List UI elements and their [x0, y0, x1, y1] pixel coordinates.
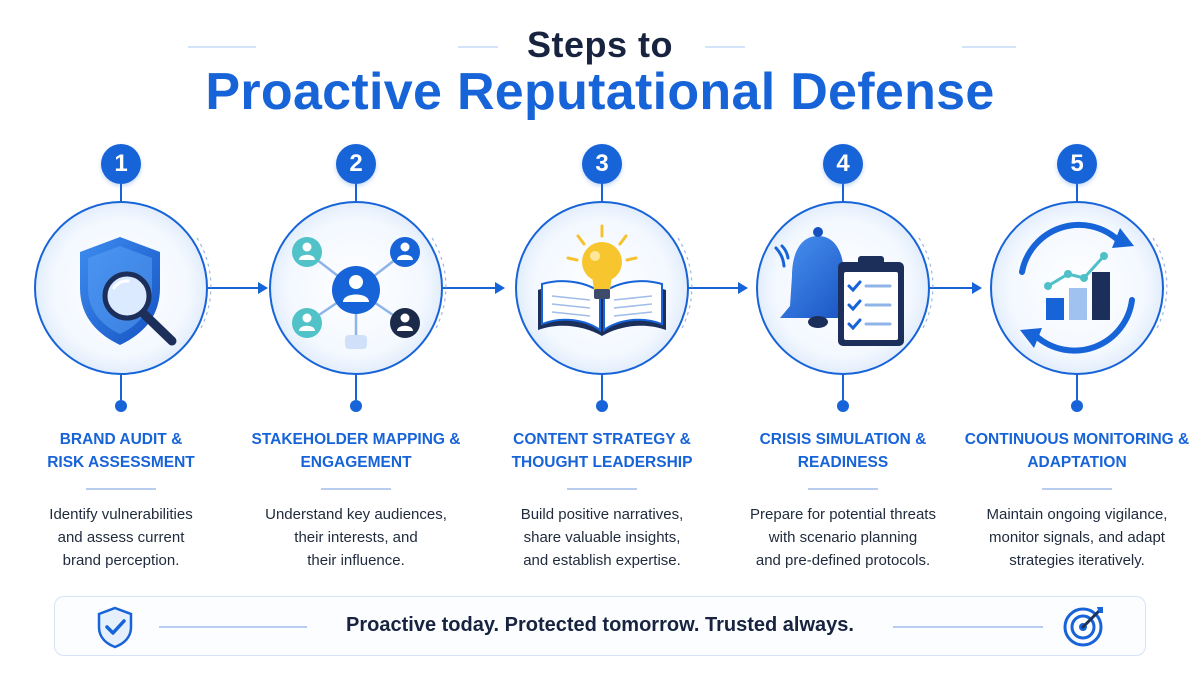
book-lightbulb-icon	[538, 224, 666, 336]
target-icon	[1063, 607, 1103, 647]
step-5-title: CONTINUOUS MONITORING & ADAPTATION	[964, 431, 1190, 471]
cycle-chart-icon	[1019, 221, 1135, 354]
shield-check-icon	[97, 606, 133, 649]
bell-checklist-icon	[774, 227, 904, 346]
step-5-description: Maintain ongoing vigilance, monitor sign…	[986, 506, 1168, 569]
footer-banner: Proactive today. Protected tomorrow. Tru…	[54, 596, 1146, 656]
step-4-description: Prepare for potential threats with scena…	[750, 506, 936, 569]
title-deco-line-left-1	[188, 46, 256, 48]
step-3-description: Build positive narratives, share valuabl…	[520, 506, 684, 569]
step-1-number-badge: 1	[101, 144, 141, 184]
title-deco-line-right-2	[962, 46, 1016, 48]
step-1-divider	[86, 488, 156, 490]
step-2-description: Understand key audiences, their interest…	[265, 506, 447, 569]
step-5-number-badge: 5	[1057, 144, 1097, 184]
step-3-divider	[567, 488, 637, 490]
footer-line-right	[893, 626, 1043, 628]
footer-tagline: Proactive today. Protected tomorrow. Tru…	[346, 614, 854, 636]
dashed-arcs	[196, 237, 1168, 331]
step-2-divider	[321, 488, 391, 490]
shield-magnifier-icon	[80, 237, 177, 346]
step-5-divider	[1042, 488, 1112, 490]
title-deco-line-right-1	[705, 46, 745, 48]
step-3-number-badge: 3	[582, 144, 622, 184]
step-4-title: CRISIS SIMULATION & READINESS	[759, 431, 927, 471]
step-4-number-badge: 4	[823, 144, 863, 184]
step-arrows	[207, 282, 982, 294]
footer-line-left	[159, 626, 307, 628]
step-1-description: Identify vulnerabilities and assess curr…	[49, 506, 193, 569]
page-title-line-2: Proactive Reputational Defense	[205, 63, 995, 121]
step-3-title: CONTENT STRATEGY & THOUGHT LEADERSHIP	[511, 431, 693, 471]
step-2-title: STAKEHOLDER MAPPING & ENGAGEMENT	[251, 431, 461, 471]
step-2-number-badge: 2	[336, 144, 376, 184]
step-4-divider	[808, 488, 878, 490]
title-deco-line-left-2	[458, 46, 498, 48]
step-dots	[115, 400, 1083, 412]
steps-diagram: 1 2 3 4 5	[34, 144, 1168, 412]
steps-diagram-svg	[34, 184, 1168, 412]
vertical-connectors	[120, 184, 1078, 400]
page-title-line-1: Steps to	[526, 24, 673, 65]
step-1-title: BRAND AUDIT & RISK ASSESSMENT	[47, 431, 195, 471]
stakeholder-network-icon	[292, 237, 420, 349]
